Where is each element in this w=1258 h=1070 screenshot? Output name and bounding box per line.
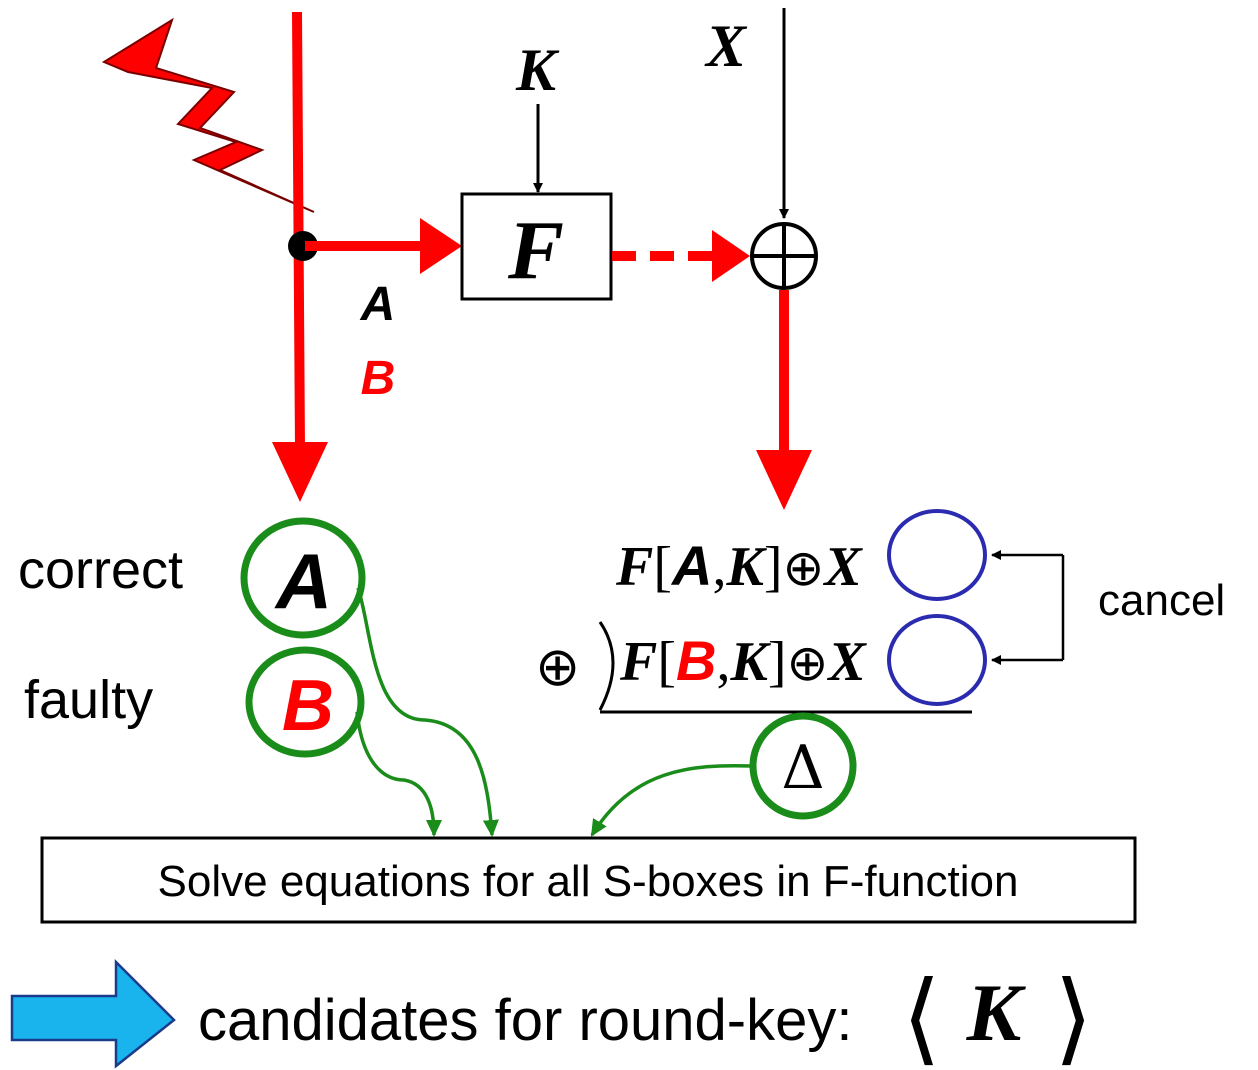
svg-text:F[B,K]⊕X: F[B,K]⊕X: [619, 629, 867, 693]
eq2-close: ]: [768, 631, 787, 693]
delta-circle: [749, 712, 857, 820]
result-arrow-icon: [10, 958, 176, 1069]
arrow-faulty-to-solve: [355, 711, 442, 837]
f-function-box: [460, 192, 613, 301]
arrow-delta-to-solve: [590, 763, 753, 837]
eq2-prefix-xor: ⊕: [535, 635, 580, 698]
result-close-bracket: ⟩: [1054, 959, 1093, 1070]
eq2-xor: ⊕: [786, 634, 828, 692]
eq1-open: [: [653, 536, 672, 598]
cancel-circle-top: [887, 509, 987, 601]
f-function-label: F: [507, 204, 564, 297]
result-open-bracket: ⟨: [902, 959, 941, 1070]
correct-label: correct: [18, 540, 183, 600]
eq2-value: B: [676, 629, 716, 692]
circled-faulty-text: B: [282, 666, 334, 746]
eq2-open: [: [657, 631, 676, 693]
main-data-arrowhead: [272, 442, 328, 502]
eq2-comma: ,: [716, 631, 730, 693]
delta-text: Δ: [781, 733, 824, 803]
result-text: candidates for round-key:: [198, 988, 852, 1053]
circled-correct-text: A: [274, 537, 332, 625]
eq2-x: X: [826, 631, 867, 693]
branch-value-correct: A: [360, 278, 396, 331]
lightning-fault-icon: [101, 17, 315, 213]
svg-text:F[A,K]⊕X: F[A,K]⊕X: [615, 534, 863, 598]
eq1-key: K: [725, 536, 767, 598]
solve-equations-text: Solve equations for all S-boxes in F-fun…: [158, 857, 1019, 906]
solve-equations-box: [40, 836, 1137, 924]
xor-output-arrowhead: [756, 450, 812, 510]
eq1-close: ]: [764, 536, 783, 598]
f-output-arrowhead: [712, 230, 750, 282]
equation-line-correct: F[A,K]⊕X: [615, 534, 863, 598]
key-input-label: K: [515, 37, 560, 103]
branch-point: [288, 231, 318, 261]
cancel-label: cancel: [1098, 576, 1225, 625]
xor-node: [750, 222, 818, 290]
eq2-key: K: [729, 631, 771, 693]
branch-value-faulty: B: [361, 352, 396, 405]
faulty-label: faulty: [24, 670, 153, 730]
eq1-comma: ,: [712, 536, 726, 598]
circled-correct-value: [240, 517, 366, 639]
main-data-line: [292, 11, 305, 451]
eq2-bracket: [598, 621, 615, 711]
eq1-x: X: [822, 536, 863, 598]
eq1-f: F: [615, 536, 653, 598]
eq2-f: F: [619, 631, 657, 693]
eq1-xor: ⊕: [782, 539, 824, 597]
cancel-circle-bottom: [887, 614, 987, 706]
circled-faulty-value: [245, 646, 365, 758]
eq1-value: A: [670, 534, 712, 597]
arrow-correct-to-solve: [356, 587, 499, 837]
result-key: K: [966, 967, 1027, 1058]
branch-to-f-arrowhead: [420, 218, 462, 274]
x-input-label: X: [704, 13, 748, 79]
equation-line-faulty: F[B,K]⊕X: [619, 629, 867, 693]
